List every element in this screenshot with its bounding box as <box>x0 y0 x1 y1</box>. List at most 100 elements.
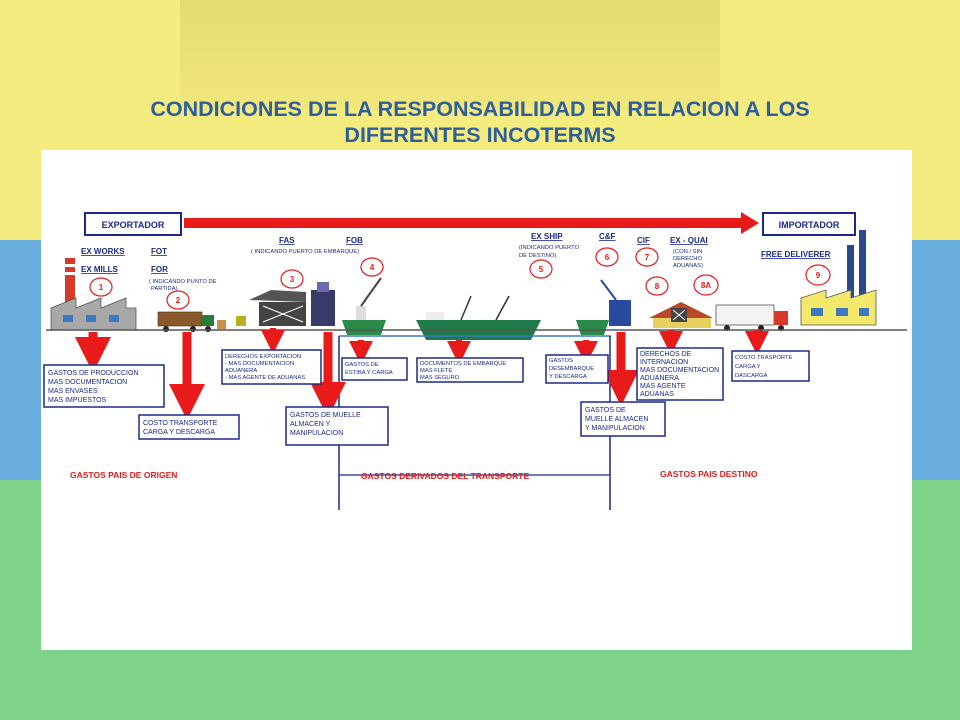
desembarque-line2: DESEMBARQUE <box>549 366 594 372</box>
number-7: 7 <box>645 253 650 262</box>
ex-quai-note-line3: ADUANAS) <box>673 263 703 269</box>
internacion-line5: MAS AGENTE <box>640 383 686 390</box>
term-ex-ship: EX SHIP <box>531 232 563 241</box>
warehouse-destination-illustration <box>649 302 713 328</box>
flow-arrow-head <box>741 212 759 234</box>
number-2: 2 <box>176 296 181 305</box>
documentos-line3: MAS SEGURO <box>420 375 460 381</box>
slide-title-line1: CONDICIONES DE LA RESPONSABILIDAD EN REL… <box>150 97 810 121</box>
box-derechos-export <box>221 349 322 385</box>
trasporte-destino-line2: CARGA Y <box>735 364 761 370</box>
importer-box <box>762 212 856 236</box>
truck-destination-illustration <box>715 304 788 331</box>
trasporte-destino-line1: COSTO TRASPORTE <box>735 355 792 361</box>
number-8a: 8A <box>701 281 711 290</box>
muelle-destino-line2: MUELLE ALMACEN <box>585 416 648 423</box>
term-cf: C&F <box>599 232 616 241</box>
internacion-line4: ADUANERA <box>640 375 679 382</box>
derechos-export-line1: DERECHOS EXPORTACION <box>225 354 301 360</box>
ship-destination-illustration <box>576 279 631 335</box>
costo-transporte-line1: COSTO TRANSPORTE <box>143 420 218 427</box>
number-1: 1 <box>99 283 104 292</box>
fas-fob-note: ( INDICANDO PUERTO DE EMBARQUE) <box>251 249 359 255</box>
for-note-line1: ( INDICANDO PUNTO DE <box>149 279 217 285</box>
term-cif: CIF <box>637 236 650 245</box>
box-costo-transporte <box>138 414 240 440</box>
ex-quai-note-line2: DERECHO <box>673 256 702 262</box>
number-5: 5 <box>539 265 544 274</box>
muelle-origen-line2: ALMACEN Y <box>290 421 331 428</box>
produccion-line4: MAS IMPUESTOS <box>48 397 107 404</box>
internacion-line3: MAS DOCUMENTACION <box>640 367 719 374</box>
background-photo <box>180 0 720 110</box>
estiba-line1: GASTOS DE <box>345 362 379 368</box>
internacion-line6: ADUANAS <box>640 391 674 398</box>
flow-arrow-shaft <box>184 218 744 228</box>
ship-fob-illustration <box>342 277 386 335</box>
term-ex-works: EX WORKS <box>81 247 125 256</box>
exporter-label: EXPORTADOR <box>102 220 165 230</box>
documentos-line2: MAS FLETE <box>420 368 452 374</box>
box-documentos <box>416 357 524 383</box>
box-estiba <box>341 357 408 381</box>
muelle-origen-line3: MANIPULACION <box>290 430 343 437</box>
warehouse-fas-illustration <box>249 282 335 326</box>
muelle-destino-line3: Y MANIPULACION <box>585 425 645 432</box>
costo-transporte-line2: CARGA Y DESCARGA <box>143 429 215 436</box>
for-note-line2: PARTIDA) <box>151 286 178 292</box>
box-muelle-origen <box>285 406 389 446</box>
slide-title-line2: DIFERENTES INCOTERMS <box>344 123 616 147</box>
incoterms-diagram-panel: EXPORTADOR IMPORTADOR EX WORKS EX MILLS … <box>41 150 912 650</box>
documentos-line1: DOCUMENTOS DE EMBARQUE <box>420 361 506 367</box>
number-9: 9 <box>816 271 821 280</box>
desembarque-line3: Y DESCARGA <box>549 374 587 380</box>
derechos-export-line2: - MAS DOCUMENTACION <box>225 361 294 367</box>
produccion-line2: MAS DOCUMENTACION <box>48 379 127 386</box>
term-free-deliverer: FREE DELIVERER <box>761 250 831 259</box>
muelle-origen-line1: GASTOS DE MUELLE <box>290 412 361 419</box>
internacion-line2: INTERNACION <box>640 359 688 366</box>
number-8: 8 <box>655 282 660 291</box>
ex-quai-note-line1: (CON / SIN <box>673 249 702 255</box>
slide-title: CONDICIONES DE LA RESPONSABILIDAD EN REL… <box>40 96 920 148</box>
produccion-line1: GASTOS DE PRODUCCION <box>48 370 139 377</box>
section-transporte: GASTOS DERIVADOS DEL TRANSPORTE <box>361 471 529 481</box>
circle-4 <box>360 257 384 277</box>
trasporte-destino-line3: DASCARGA <box>735 373 768 379</box>
circle-8 <box>645 276 669 296</box>
term-ex-mills: EX MILLS <box>81 265 119 274</box>
number-6: 6 <box>605 253 610 262</box>
derechos-export-line3: ADUANERA <box>225 368 257 374</box>
term-fas: FAS <box>279 236 295 245</box>
muelle-destino-line1: GASTOS DE <box>585 407 626 414</box>
produccion-line3: MAS ENVASES <box>48 388 98 395</box>
desembarque-line1: GASTOS <box>549 358 573 364</box>
factory-origin-illustration <box>50 258 137 331</box>
term-fob: FOB <box>346 236 363 245</box>
box-internacion <box>636 347 724 401</box>
circle-2 <box>166 290 190 310</box>
factory-destination-illustration <box>800 230 877 326</box>
exporter-box <box>84 212 182 236</box>
incoterms-diagram: EXPORTADOR IMPORTADOR EX WORKS EX MILLS … <box>43 212 907 510</box>
circle-5 <box>529 259 553 279</box>
ex-ship-note-line1: (INDICANDO PUERTO <box>519 245 580 251</box>
internacion-line1: DERECHOS DE <box>640 351 692 358</box>
term-for: FOR <box>151 265 168 274</box>
circle-8a <box>693 274 719 296</box>
circle-6 <box>595 247 619 267</box>
circle-7 <box>635 247 659 267</box>
number-4: 4 <box>370 263 375 272</box>
section-origen: GASTOS PAIS DE ORIGEN <box>70 470 177 480</box>
number-3: 3 <box>290 275 295 284</box>
box-trasporte-destino <box>731 350 810 382</box>
importer-label: IMPORTADOR <box>779 220 840 230</box>
truck-origin-illustration <box>157 311 246 332</box>
term-ex-quai: EX - QUAI <box>670 236 708 245</box>
circle-3 <box>280 269 304 289</box>
ex-ship-note-line2: DE DESTINO) <box>519 253 556 259</box>
derechos-export-line4: - MAS AGENTE DE ADUANAS <box>225 375 305 381</box>
section-destino: GASTOS PAIS DESTINO <box>660 469 758 479</box>
box-produccion <box>43 364 165 408</box>
circle-9 <box>805 264 831 286</box>
